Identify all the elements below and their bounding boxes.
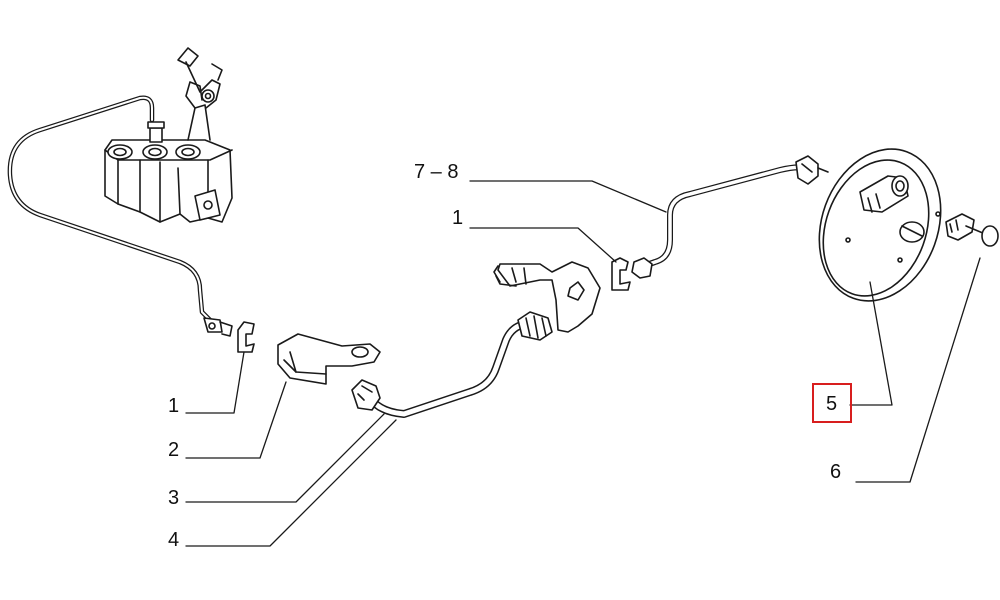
brake-pipe-left [7, 95, 233, 337]
bracket-2 [277, 333, 381, 385]
mid-bracket [493, 261, 601, 333]
leader-lines [185, 180, 981, 547]
highlight-box-5 [812, 383, 852, 423]
callout-label-1-lower: 1 [168, 395, 180, 417]
clip-left [237, 321, 255, 353]
brake-pipe-upper [631, 155, 829, 279]
brake-regulator-valve [104, 47, 233, 223]
callout-label-6: 6 [830, 461, 842, 483]
brake-backing-plate [818, 148, 999, 302]
clip-right [611, 257, 631, 291]
callout-label-7-8: 7 – 8 [414, 161, 459, 183]
callout-label-4: 4 [168, 529, 180, 551]
callout-label-5: 5 [826, 393, 838, 415]
callout-label-1-upper: 1 [452, 207, 464, 229]
rigid-brake-pipe [351, 311, 553, 418]
callout-label-2: 2 [168, 439, 180, 461]
callout-label-3: 3 [168, 487, 180, 509]
